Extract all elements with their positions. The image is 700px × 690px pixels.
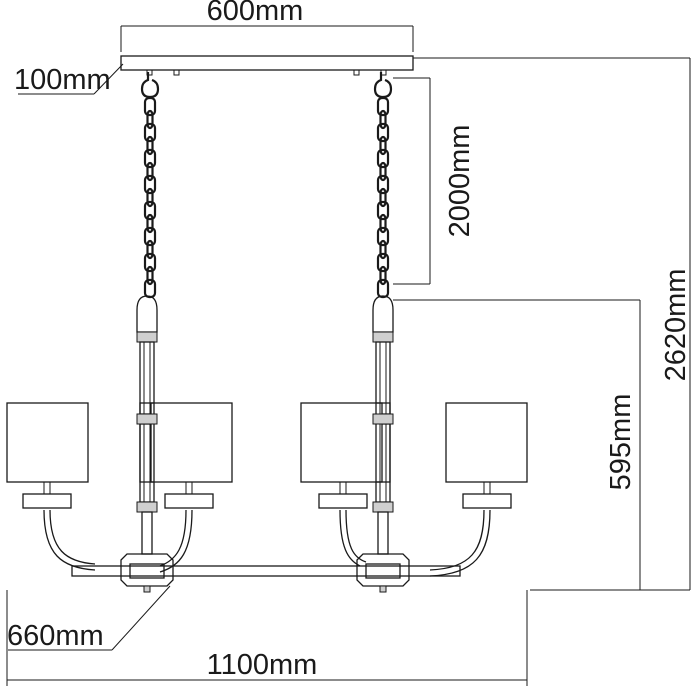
chain-link xyxy=(379,135,387,156)
dimension-100mm: 100mm xyxy=(14,63,124,96)
chain-link xyxy=(376,200,390,221)
chain-link xyxy=(143,200,157,221)
chain-link xyxy=(143,226,157,247)
chain-link xyxy=(146,135,154,156)
chain-link xyxy=(376,278,390,299)
dimension-2000mm: 2000mm xyxy=(393,77,476,285)
dimension-label-2620mm: 2620mm xyxy=(660,269,692,382)
dimension-label-600mm: 600mm xyxy=(207,0,304,27)
lamp-shade-3 xyxy=(300,402,383,509)
chain-link xyxy=(376,226,390,247)
chain-link xyxy=(146,239,154,260)
chain-link xyxy=(379,213,387,234)
chain-link xyxy=(146,161,154,182)
chain-hook xyxy=(373,72,393,99)
chain-link xyxy=(376,174,390,195)
chain-link xyxy=(146,213,154,234)
chain-link xyxy=(379,265,387,286)
dimension-label-100mm: 100mm xyxy=(14,64,111,96)
chain-right xyxy=(373,72,393,299)
ceiling-canopy xyxy=(120,55,414,76)
chain-link xyxy=(379,109,387,130)
dimension-1100mm: 1100mm xyxy=(6,590,528,686)
chain-link xyxy=(379,239,387,260)
chain-link xyxy=(146,109,154,130)
dimension-595mm: 595mm xyxy=(393,299,641,591)
arms-and-frame xyxy=(43,509,491,593)
dimension-label-595mm: 595mm xyxy=(605,394,637,491)
lamp-shade-1 xyxy=(6,402,89,509)
chain-link xyxy=(143,252,157,273)
chain-link xyxy=(143,174,157,195)
dimension-label-1100mm: 1100mm xyxy=(207,649,318,681)
chain-link xyxy=(146,265,154,286)
rod-overlay xyxy=(136,402,394,483)
chain-link xyxy=(376,148,390,169)
chain-left xyxy=(140,72,160,299)
chain-link xyxy=(379,161,387,182)
lamp-shade-4 xyxy=(445,402,528,509)
chain-link xyxy=(376,96,390,117)
chain-link xyxy=(143,278,157,299)
chain-link xyxy=(376,122,390,143)
chain-link xyxy=(143,122,157,143)
dimension-label-2000mm: 2000mm xyxy=(444,125,476,238)
dimension-600mm: 600mm xyxy=(120,0,414,52)
chain-link xyxy=(143,148,157,169)
chain-link xyxy=(146,187,154,208)
chain-hook xyxy=(140,72,160,99)
chain-link xyxy=(376,252,390,273)
chain-link xyxy=(143,96,157,117)
lamp-shade-2 xyxy=(150,402,233,509)
dimension-label-660mm: 660mm xyxy=(7,620,104,652)
dimension-2620mm: 2620mm xyxy=(413,57,692,591)
dimension-660mm: 660mm xyxy=(7,585,171,652)
chain-link xyxy=(379,187,387,208)
